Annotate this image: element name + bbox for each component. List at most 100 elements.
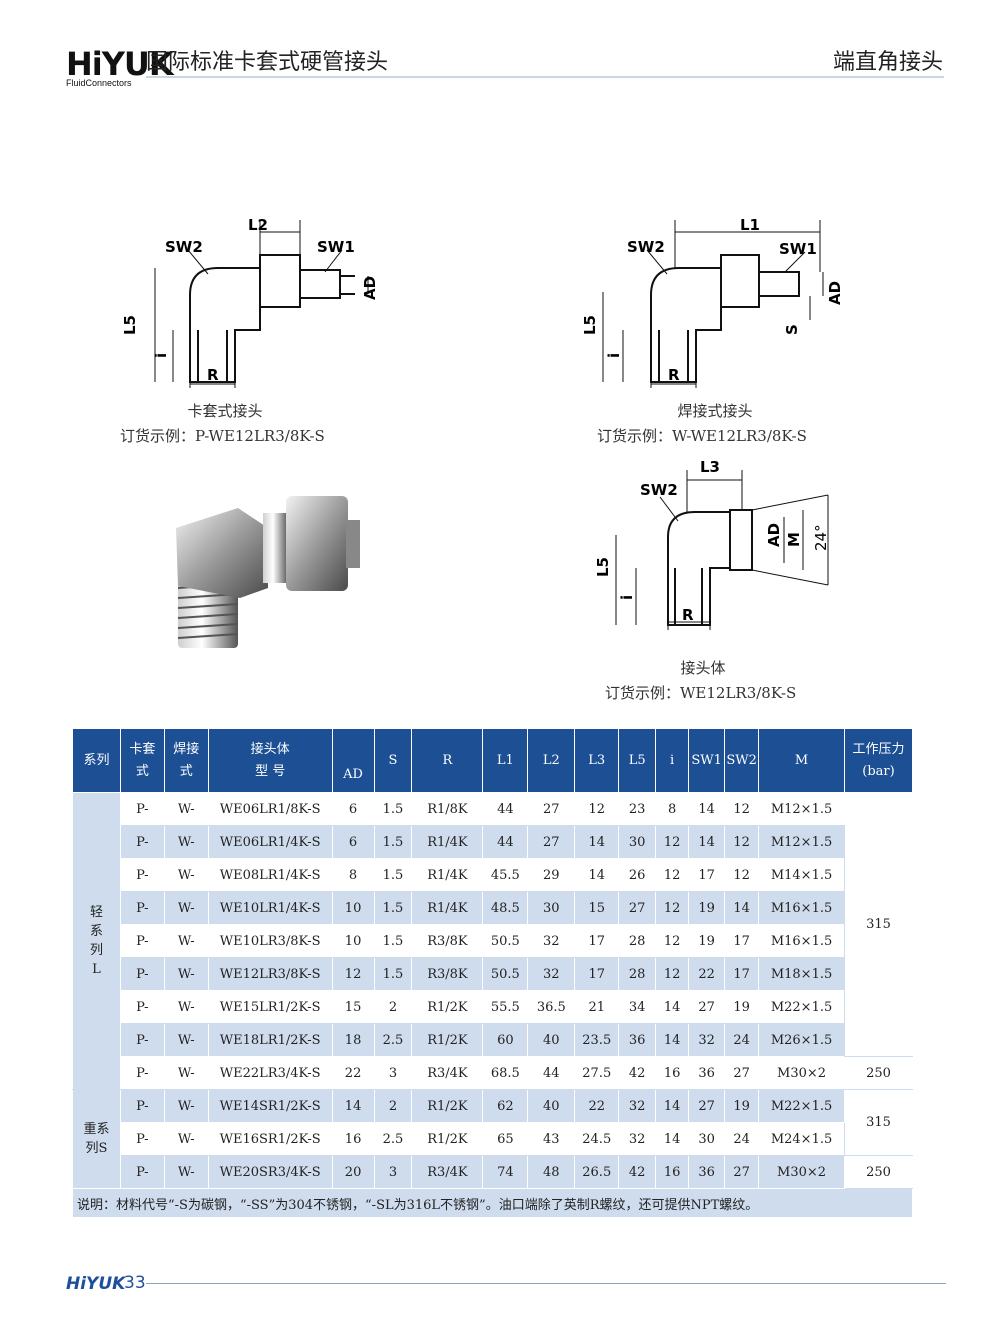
cell-m: M14×1.5 — [758, 858, 845, 892]
cell-l3: 23.5 — [574, 1023, 620, 1057]
series-heavy-line: 列S — [85, 1141, 108, 1156]
cell-model: WE10LR1/4K-S — [207, 891, 333, 925]
cell-ad: 10 — [331, 891, 375, 925]
header-body: 接头体型 号 — [207, 728, 333, 793]
spec-table: 系列 卡套式 焊接式 接头体型 号 AD S R L1 L2 L3 L5 i S… — [72, 728, 913, 1218]
cell-i: 14 — [655, 1122, 690, 1156]
series-light-char: 轻 — [89, 905, 103, 920]
drawing-compression-fitting: L2 SW2 SW1 AD L5 i R — [121, 216, 379, 388]
header-l1: L1 — [482, 728, 529, 793]
cell-l1: 44 — [482, 792, 529, 826]
cell-l2: 40 — [527, 1089, 576, 1123]
cell-sw2: 17 — [724, 924, 760, 958]
logo-text: HiYUK — [66, 45, 174, 83]
cell-s: 3 — [373, 1056, 413, 1090]
cell-ad: 18 — [331, 1023, 375, 1057]
cell-s: 2 — [373, 1089, 413, 1123]
cell-r: R3/8K — [411, 924, 484, 958]
drawing-fitting-body: L3 SW2 AD M 24° L5 i R — [594, 458, 830, 630]
cell-l3: 17 — [574, 957, 620, 991]
cell-ad: 10 — [331, 924, 375, 958]
cell-l2: 40 — [527, 1023, 576, 1057]
cell-model: WE18LR1/2K-S — [207, 1023, 333, 1057]
section-title: 端直角接头 — [832, 50, 943, 75]
cell-s: 1.5 — [373, 891, 413, 925]
cell-l2: 30 — [527, 891, 576, 925]
cell-l1: 55.5 — [482, 990, 529, 1024]
header-i: i — [655, 728, 690, 793]
label-ad: AD — [361, 276, 379, 300]
cell-w: W- — [163, 1023, 209, 1057]
cell-p: P- — [119, 858, 165, 892]
footer-logo: HiYUK — [66, 1274, 126, 1294]
label-r: R — [207, 366, 219, 384]
cell-s: 1.5 — [373, 825, 413, 859]
footer-divider — [146, 1283, 946, 1284]
caption-body: 接头体 — [680, 659, 726, 677]
cell-l5: 32 — [618, 1089, 657, 1123]
cell-r: R1/2K — [411, 1023, 484, 1057]
cell-ad: 8 — [331, 858, 375, 892]
header-ad: AD — [331, 728, 375, 793]
cell-ad: 15 — [331, 990, 375, 1024]
series-heavy: 重系列S — [72, 1089, 121, 1189]
label-m: M — [785, 532, 803, 547]
header-han: 焊接式 — [163, 728, 209, 793]
cell-r: R1/2K — [411, 990, 484, 1024]
cell-l3: 17 — [574, 924, 620, 958]
cell-sw2: 17 — [724, 957, 760, 991]
cell-sw2: 12 — [724, 792, 760, 826]
cell-r: R1/2K — [411, 1122, 484, 1156]
label-ad: AD — [826, 281, 844, 305]
cell-l1: 48.5 — [482, 891, 529, 925]
cell-sw2: 12 — [724, 825, 760, 859]
cell-model: WE08LR1/4K-S — [207, 858, 333, 892]
cell-m: M22×1.5 — [758, 990, 845, 1024]
cell-r: R3/4K — [411, 1155, 484, 1189]
cell-m: M16×1.5 — [758, 924, 845, 958]
header-pressure: 工作压力(bar) — [844, 728, 913, 793]
cell-l1: 74 — [482, 1155, 529, 1189]
cell-s: 2.5 — [373, 1122, 413, 1156]
cell-r: R1/4K — [411, 891, 484, 925]
cell-sw2: 12 — [724, 858, 760, 892]
cell-w: W- — [163, 891, 209, 925]
header-m: M — [758, 728, 845, 793]
cell-l1: 50.5 — [482, 924, 529, 958]
header-ka: 卡套式 — [119, 728, 165, 793]
cell-r: R3/4K — [411, 1056, 484, 1090]
header-divider — [146, 76, 944, 78]
cell-sw1: 19 — [688, 924, 726, 958]
cell-model: WE14SR1/2K-S — [207, 1089, 333, 1123]
cell-p: P- — [119, 825, 165, 859]
cell-l1: 62 — [482, 1089, 529, 1123]
cell-model: WE20SR3/4K-S — [207, 1155, 333, 1189]
cell-s: 2 — [373, 990, 413, 1024]
brand-logo: HiYUK FluidConnectors — [66, 45, 174, 88]
cell-l5: 36 — [618, 1023, 657, 1057]
label-l3: L3 — [700, 458, 720, 476]
series-heavy-line: 重系 — [83, 1122, 110, 1137]
product-photo — [176, 496, 360, 648]
cell-l5: 42 — [618, 1056, 657, 1090]
cell-m: M12×1.5 — [758, 792, 845, 826]
cell-r: R1/8K — [411, 792, 484, 826]
cell-r: R1/2K — [411, 1089, 484, 1123]
cell-l1: 45.5 — [482, 858, 529, 892]
cell-w: W- — [163, 924, 209, 958]
cell-m: M22×1.5 — [758, 1089, 845, 1123]
drawing-welding-fitting: L1 SW2 SW1 AD S L5 i R — [581, 216, 844, 388]
cell-i: 14 — [655, 1089, 690, 1123]
cell-l3: 24.5 — [574, 1122, 620, 1156]
cell-model: WE16SR1/2K-S — [207, 1122, 333, 1156]
order-example-welding: 订货示例：W-WE12LR3/8K-S — [597, 427, 807, 445]
cell-ad: 12 — [331, 957, 375, 991]
cell-ad: 6 — [331, 792, 375, 826]
cell-s: 1.5 — [373, 924, 413, 958]
label-l1: L1 — [740, 216, 760, 234]
cell-sw2: 27 — [724, 1056, 760, 1090]
